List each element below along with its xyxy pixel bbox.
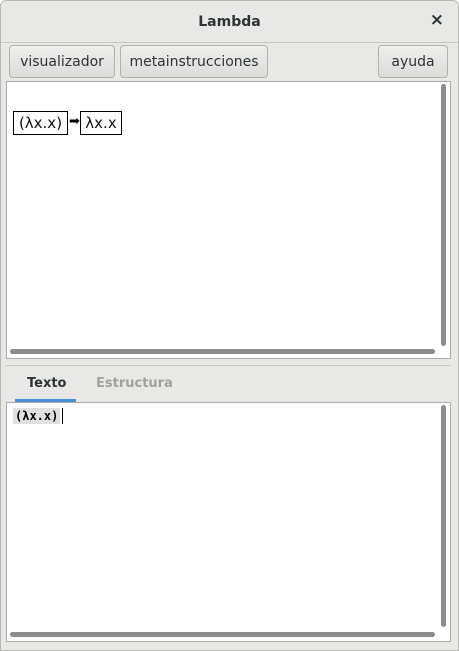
active-tab-indicator: [15, 399, 76, 402]
reduction-arrow-icon: ➡: [69, 114, 80, 129]
title-bar: Lambda ×: [1, 1, 458, 43]
vertical-scrollbar[interactable]: [441, 84, 446, 346]
tab-texto[interactable]: Texto: [27, 376, 67, 391]
visualization-pane[interactable]: (λx.x) ➡ λx.x: [6, 81, 451, 359]
text-editor[interactable]: (λx.x): [6, 402, 451, 642]
close-icon[interactable]: ×: [429, 10, 444, 30]
editor-horizontal-scrollbar[interactable]: [10, 632, 435, 637]
visualizer-button[interactable]: visualizador: [9, 45, 115, 78]
editor-code: (λx.x): [13, 408, 61, 424]
lambda-term-box: (λx.x): [13, 111, 68, 135]
tab-bar: Texto Estructura: [6, 365, 451, 403]
metainstructions-button[interactable]: metainstrucciones: [120, 45, 268, 78]
editor-vertical-scrollbar[interactable]: [441, 405, 446, 627]
horizontal-scrollbar[interactable]: [10, 349, 435, 354]
window-title: Lambda: [198, 14, 261, 30]
text-caret: [62, 408, 63, 424]
tab-estructura[interactable]: Estructura: [96, 376, 173, 391]
help-button[interactable]: ayuda: [378, 45, 448, 78]
reduced-term-box: λx.x: [80, 111, 122, 135]
